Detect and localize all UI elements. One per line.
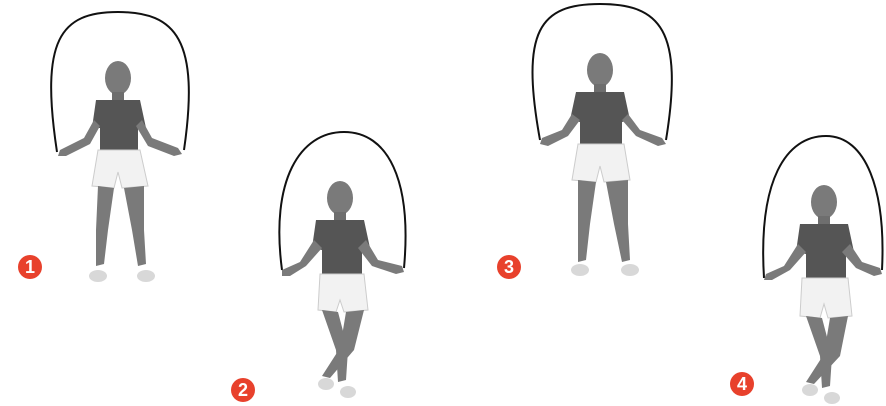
step-1-badge: 1 xyxy=(18,255,42,279)
step-4-badge: 4 xyxy=(730,372,754,396)
figure-4-group xyxy=(763,136,882,404)
step-3-badge: 3 xyxy=(497,255,521,279)
step-2-badge: 2 xyxy=(231,378,255,402)
